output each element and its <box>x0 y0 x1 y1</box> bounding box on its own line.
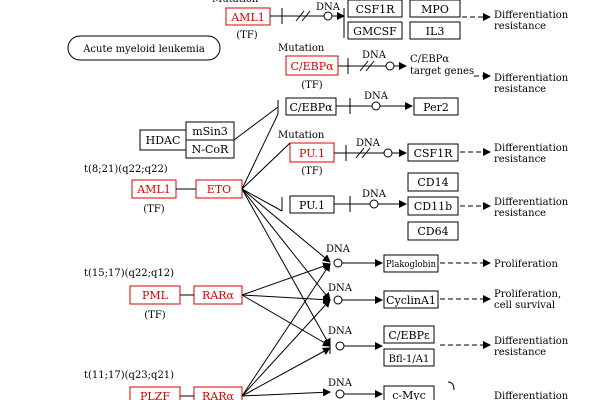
mpo-label: MPO <box>421 3 449 16</box>
disease-label: Acute myeloid leukemia <box>82 44 205 55</box>
dna-label-7: DNA <box>328 283 353 294</box>
mutation-label-1: Mutation <box>212 0 259 5</box>
eto-label: ETO <box>207 183 231 196</box>
il3-label: IL3 <box>426 25 445 38</box>
dna-label-5: DNA <box>362 189 387 200</box>
il3-box[interactable] <box>409 21 461 40</box>
translocation-t8-21: t(8;21)(q22;q22) <box>84 164 168 175</box>
translocation-t11-17: t(11;17)(q23;q21) <box>84 370 174 381</box>
mpo-box[interactable] <box>409 0 461 18</box>
dna-node-6 <box>333 258 343 268</box>
dna-label-9: DNA <box>328 378 353 389</box>
cd11b-label: CD11b <box>414 200 452 213</box>
msin3-label: mSin3 <box>192 125 228 138</box>
outcome-diff-resist-2a: Differentiation <box>494 73 569 84</box>
dna-node-4 <box>383 148 393 158</box>
dna-node-2 <box>385 61 395 71</box>
disease-label-box <box>67 35 221 61</box>
cd14-box[interactable] <box>407 172 459 192</box>
cebpa-targets-line2: target genes <box>410 66 474 77</box>
outcome-prolif-survival-b: cell survival <box>494 300 555 311</box>
dna-node-9 <box>335 389 345 399</box>
mutation-label-3: Mutation <box>278 130 325 141</box>
outcome-diff-resist-1b: resistance <box>494 21 546 32</box>
outcome-diff-resist-5a: Differentiation <box>494 336 569 347</box>
cmyc-bracket <box>447 381 455 391</box>
bfl1-label: Bfl-1/A1 <box>389 354 430 365</box>
outcome-differentiation: Differentiation <box>494 391 569 400</box>
dna-node-8 <box>335 341 345 351</box>
tf-label-2: (TF) <box>301 80 323 91</box>
dna-label-8: DNA <box>328 326 353 337</box>
rara-2-label: RARα <box>202 390 235 400</box>
dna-label-4: DNA <box>356 138 381 149</box>
cebpa-label: C/EBPα <box>289 101 333 114</box>
outcome-diff-resist-4b: resistance <box>494 208 546 219</box>
pu1-mut-label: PU.1 <box>299 147 325 160</box>
cyclina1-box[interactable] <box>383 290 439 309</box>
cd64-label: CD64 <box>417 225 448 238</box>
gmcsf-box[interactable] <box>347 21 403 40</box>
cebpa-targets-line1: C/EBPα <box>410 54 449 65</box>
cyclina1-label: CyclinA1 <box>386 294 436 307</box>
cebpe-box[interactable] <box>383 325 435 344</box>
cmyc-label: c-Myc <box>392 389 426 400</box>
tf-label-3: (TF) <box>301 166 323 177</box>
outcome-diff-resist-3b: resistance <box>494 154 546 165</box>
dna-node-5 <box>369 199 379 209</box>
pml-label: PML <box>142 289 169 302</box>
aml1-label: AML1 <box>136 183 171 196</box>
csf1r-mid-label: CSF1R <box>414 147 454 160</box>
plakoglobin-label: Plakoglobin <box>386 259 436 270</box>
cebpe-label: C/EBPε <box>388 329 430 342</box>
pu1-label: PU.1 <box>299 199 325 212</box>
outcome-diff-resist-4a: Differentiation <box>494 197 569 208</box>
cmyc-box[interactable] <box>383 385 435 400</box>
outcome-diff-resist-1a: Differentiation <box>494 10 569 21</box>
dna-label-3: DNA <box>364 91 389 102</box>
dna-label-6: DNA <box>326 244 351 255</box>
hdac-label: HDAC <box>146 134 181 147</box>
cd11b-box[interactable] <box>407 196 459 216</box>
plakoglobin-box[interactable] <box>383 254 439 273</box>
plzf-label: PLZF <box>140 390 170 400</box>
per2-label: Per2 <box>423 101 449 114</box>
outcome-diff-resist-2b: resistance <box>494 84 546 95</box>
ncor-box[interactable] <box>185 139 235 159</box>
dna-node-7 <box>333 295 343 305</box>
translocation-t15-17: t(15;17)(q22;q12) <box>84 268 174 279</box>
outcome-prolif-survival-a: Proliferation, <box>494 289 561 300</box>
mutation-label-2: Mutation <box>278 43 325 54</box>
outcome-diff-resist-5b: resistance <box>494 347 546 358</box>
tf-label-5: (TF) <box>144 310 166 321</box>
dna-label-1: DNA <box>316 2 341 13</box>
csf1r-top-box[interactable] <box>347 0 403 18</box>
cd64-box[interactable] <box>407 221 459 241</box>
outcome-diff-resist-3a: Differentiation <box>494 143 569 154</box>
tf-label-1: (TF) <box>236 30 258 41</box>
bfl1-box[interactable] <box>383 348 435 367</box>
ncor-label: N-CoR <box>192 143 229 156</box>
cd14-label: CD14 <box>417 176 448 189</box>
csf1r-top-label: CSF1R <box>356 3 396 16</box>
per2-box[interactable] <box>413 97 459 116</box>
outcome-proliferation: Proliferation <box>494 259 559 270</box>
aml1-top-label: AML1 <box>230 11 265 24</box>
gmcsf-label: GMCSF <box>353 25 397 38</box>
csf1r-mid-box[interactable] <box>407 143 459 162</box>
dna-node-1 <box>323 11 333 21</box>
tf-label-4: (TF) <box>143 204 165 215</box>
dna-node-3 <box>371 101 381 111</box>
dna-label-2: DNA <box>362 50 387 61</box>
rara-1-label: RARα <box>202 289 235 302</box>
cebpa-mut-label: C/EBPα <box>290 60 334 73</box>
